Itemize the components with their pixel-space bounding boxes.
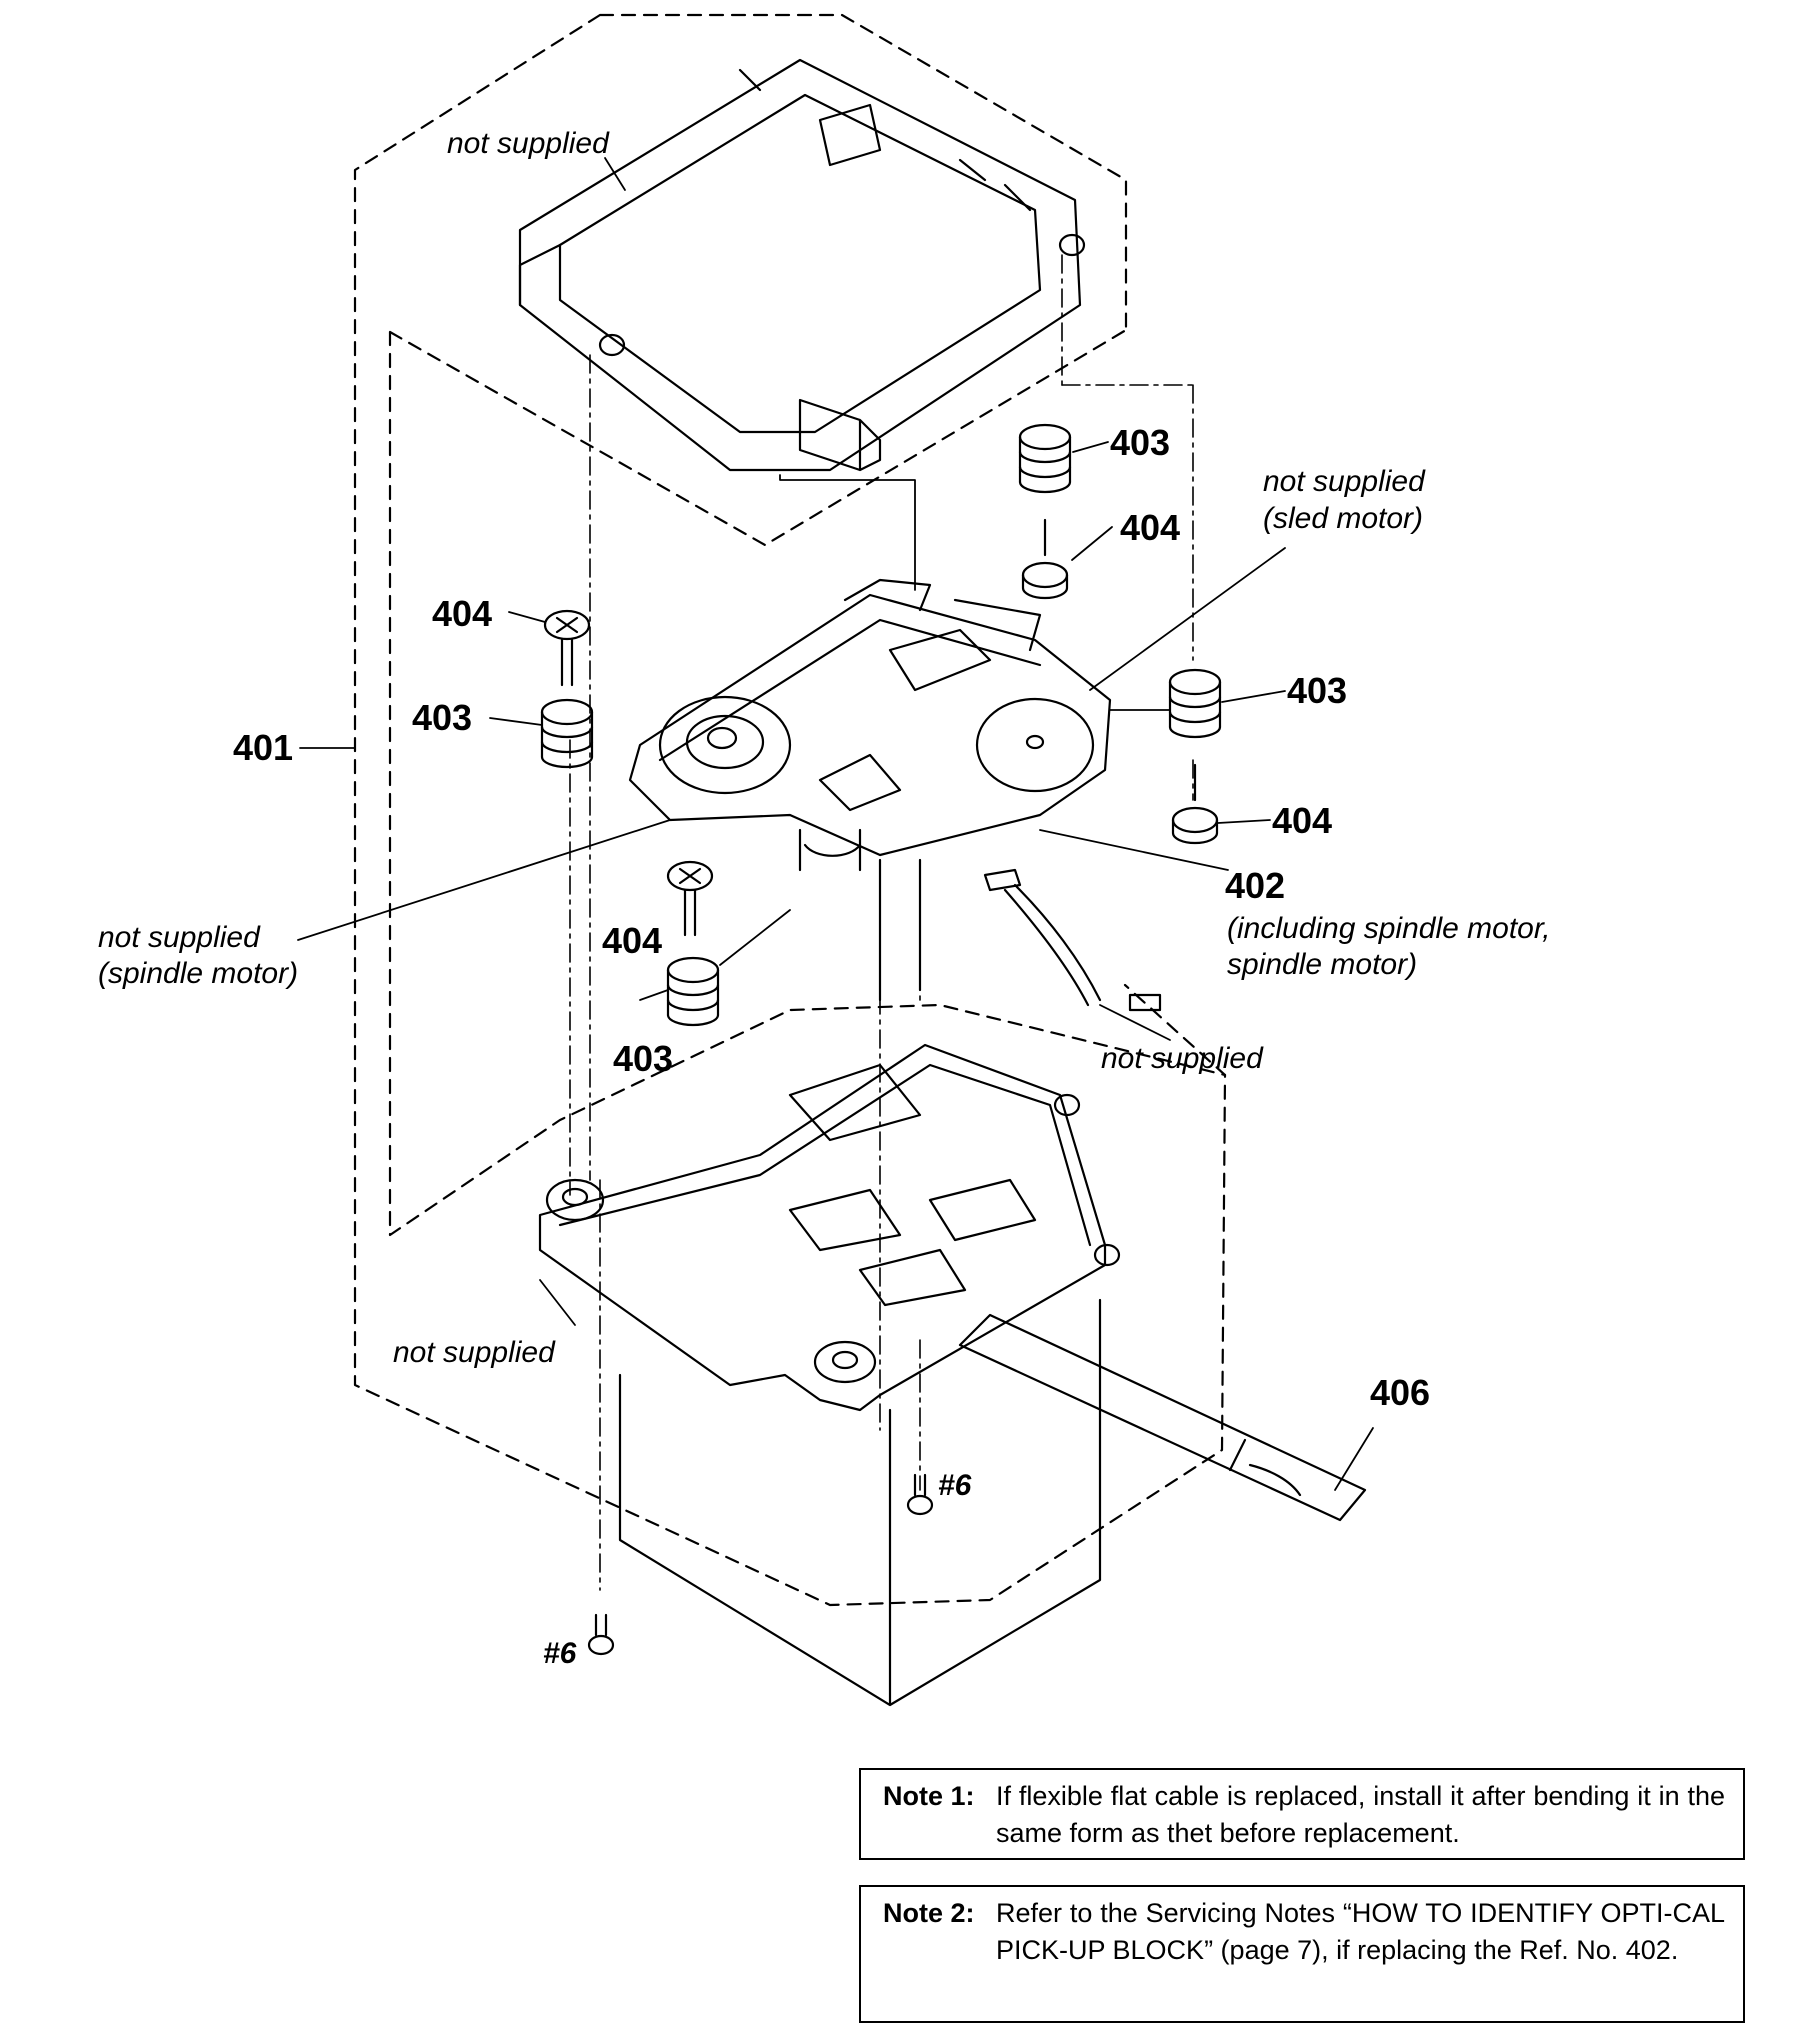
label-spindle-motor: (spindle motor) <box>98 957 298 990</box>
note-2-text: Refer to the Servicing Notes “HOW TO IDE… <box>996 1898 1725 1965</box>
screw-404-right <box>1171 763 1219 845</box>
callout-403-top: 403 <box>1110 422 1170 463</box>
screw-404-left <box>543 609 591 687</box>
bushing-403-bottom <box>666 956 720 1027</box>
bushing-403-right <box>1168 668 1222 739</box>
note-1-text: If flexible flat cable is replaced, inst… <box>996 1781 1725 1848</box>
label-not-supplied-cable: not supplied <box>1101 1042 1264 1075</box>
label-sled-motor: (sled motor) <box>1263 502 1423 535</box>
label-not-supplied-spindle-motor: not supplied <box>98 921 261 954</box>
callout-403-left: 403 <box>412 697 472 738</box>
callout-screw-6-left: #6 <box>543 1637 577 1670</box>
callout-402: 402 <box>1225 865 1285 906</box>
callout-screw-6-right: #6 <box>938 1469 972 1502</box>
callout-404-top: 404 <box>1120 507 1180 548</box>
callout-404-right: 404 <box>1272 800 1332 841</box>
bushing-403-left <box>540 698 594 769</box>
screw-6-left <box>587 1613 615 1656</box>
screw-404-top <box>1021 518 1069 600</box>
callout-406: 406 <box>1370 1372 1430 1413</box>
bushing-403-top <box>1018 423 1072 494</box>
note-1-label: Note 1: <box>883 1781 975 1811</box>
note-2-box: Note 2: Refer to the Servicing Notes “HO… <box>859 1885 1745 2023</box>
callout-404-left: 404 <box>432 593 492 634</box>
ribbon-cable <box>983 868 1162 1012</box>
flexible-flat-cable <box>958 1313 1367 1522</box>
note-2-label: Note 2: <box>883 1898 975 1928</box>
label-not-supplied-sled-motor: not supplied <box>1263 465 1426 498</box>
callout-401: 401 <box>233 727 293 768</box>
label-not-supplied-top-frame: not supplied <box>447 127 610 160</box>
label-spindle-motor-2: spindle motor) <box>1227 948 1417 981</box>
label-including-spindle-motor: (including spindle motor, <box>1227 912 1551 945</box>
screw-6-right <box>906 1473 934 1516</box>
note-1-box: Note 1: If flexible flat cable is replac… <box>859 1768 1745 1860</box>
callout-404-bottom: 404 <box>602 920 662 961</box>
outer-group-outline <box>353 13 1227 1607</box>
callout-403-right: 403 <box>1287 670 1347 711</box>
top-frame <box>518 58 1086 472</box>
callout-403-bottom: 403 <box>613 1038 673 1079</box>
inner-group-outline <box>388 328 1227 1237</box>
bottom-base <box>538 1043 1121 1412</box>
optical-pickup-block <box>628 578 1112 872</box>
label-not-supplied-base: not supplied <box>393 1336 556 1369</box>
screw-404-bottom <box>666 860 714 937</box>
